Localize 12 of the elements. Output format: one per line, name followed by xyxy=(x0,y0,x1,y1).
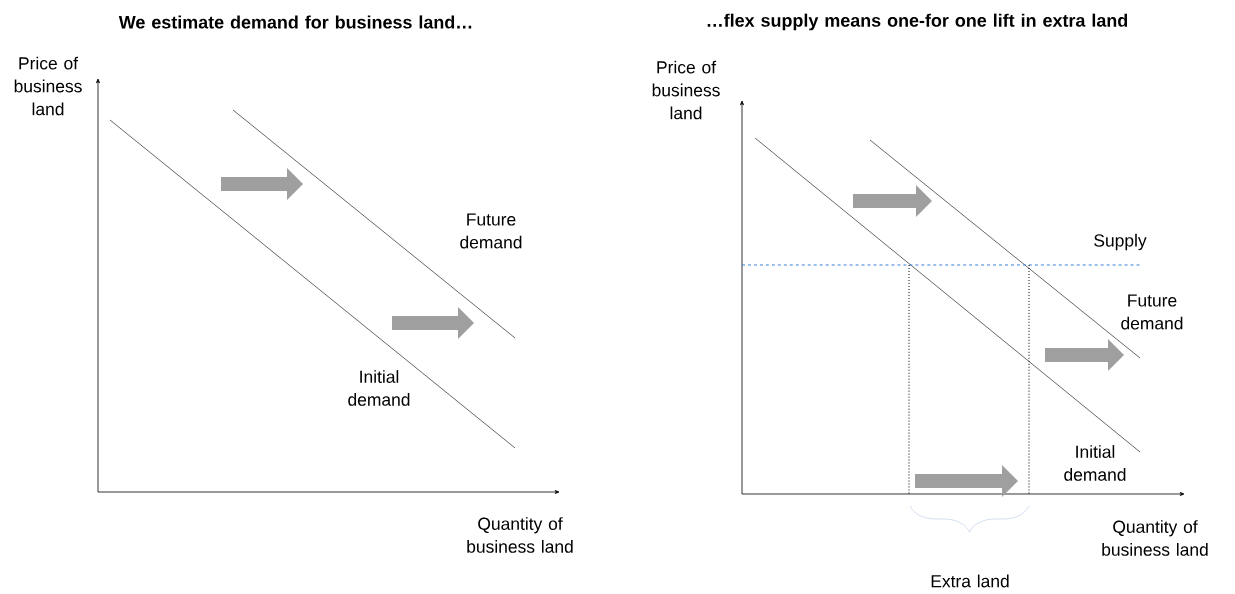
axis-label: Quantity of business land xyxy=(467,517,573,553)
brace-label: Extra land xyxy=(931,574,1009,588)
axis-label: Price of business land xyxy=(652,60,720,120)
panel-title: …flex supply means one-for one lift in extra land xyxy=(707,13,1128,31)
curve-label: Future demand xyxy=(1121,294,1183,330)
curve-label: Supply xyxy=(1094,233,1147,251)
panel-title: We estimate demand for business land… xyxy=(118,15,472,29)
curve-label: Future demand xyxy=(460,213,522,249)
curve-label: Initial demand xyxy=(1064,445,1126,481)
axis-label: Quantity of business land xyxy=(1102,520,1208,556)
axis-label: Price of business land xyxy=(14,56,82,116)
curve-label: Initial demand xyxy=(348,370,410,406)
